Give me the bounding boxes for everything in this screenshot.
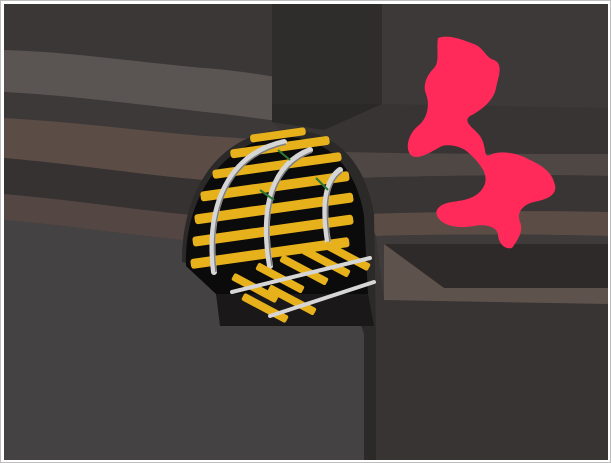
mine-tunnel-illustration [4,4,608,460]
rock-top-cut-right [382,4,608,108]
rock-top-cut [272,4,382,104]
